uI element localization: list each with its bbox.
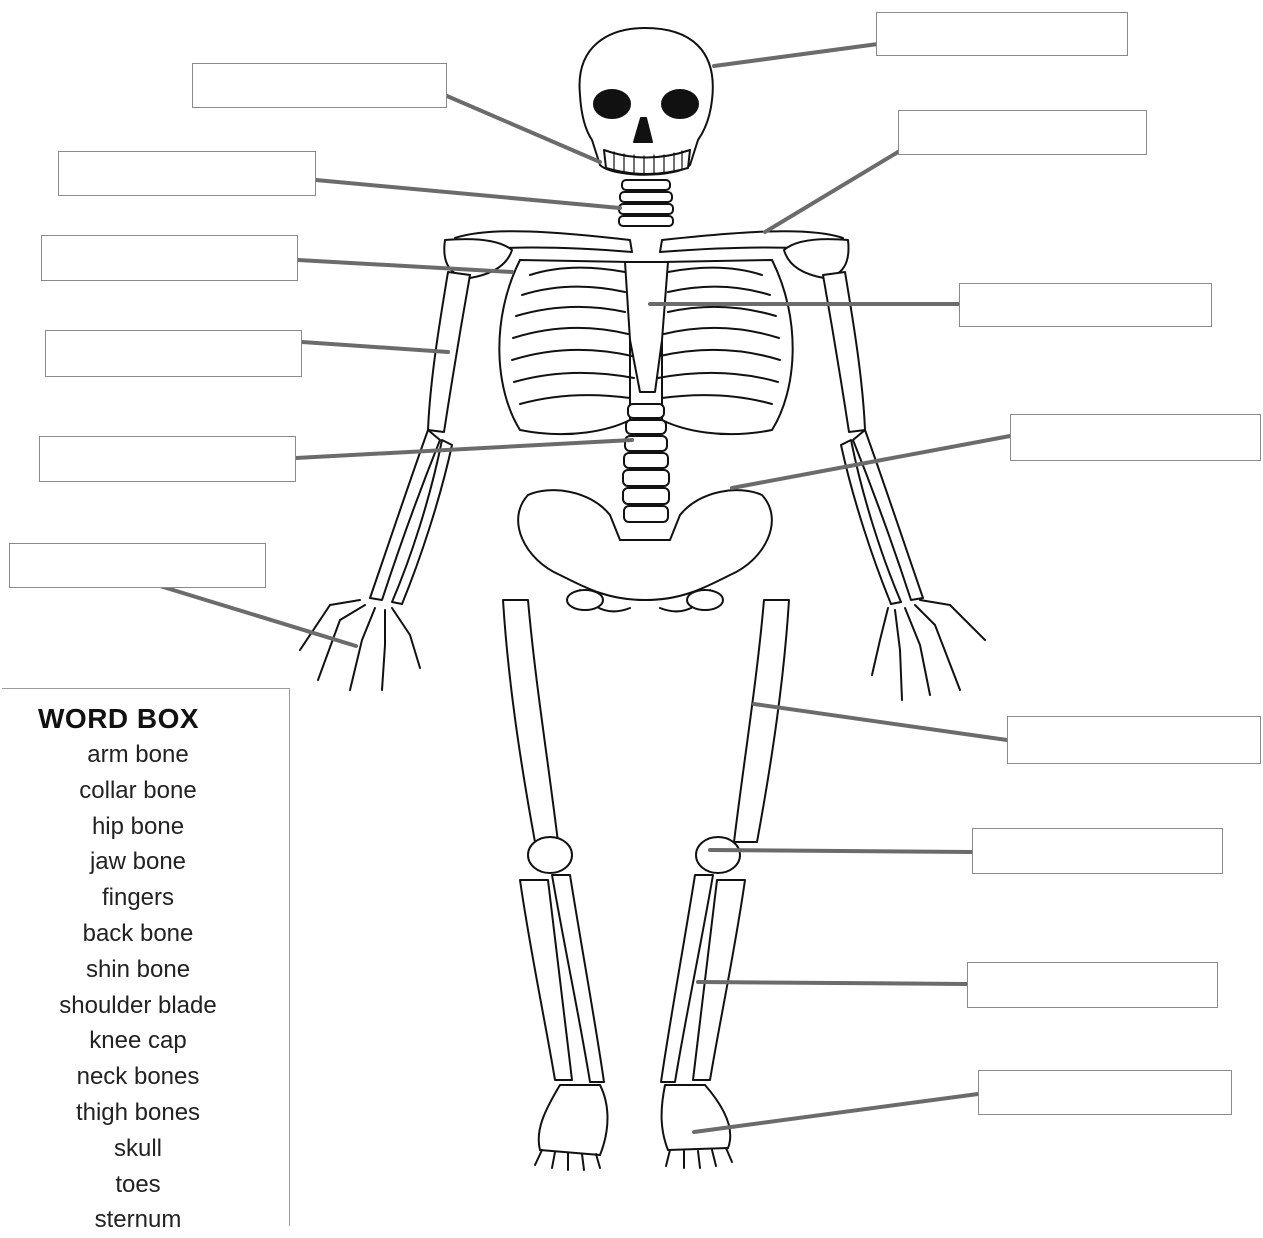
- word-item: collar bone: [2, 773, 274, 809]
- word-item: toes: [2, 1167, 274, 1203]
- answer-box-neck[interactable]: [58, 151, 316, 196]
- leader-line-jaw: [447, 96, 600, 162]
- word-item: jaw bone: [2, 844, 274, 880]
- word-item: skull: [2, 1131, 274, 1167]
- toes-drawing: [535, 1085, 732, 1170]
- word-item: arm bone: [2, 737, 274, 773]
- leader-line-skull: [714, 44, 878, 66]
- leader-line-shin: [698, 982, 967, 984]
- leader-line-arm: [302, 342, 448, 352]
- skull-drawing: [580, 28, 713, 175]
- word-box-title: WORD BOX: [38, 703, 199, 735]
- answer-box-fingers[interactable]: [9, 543, 266, 588]
- skeleton-figure: [300, 28, 985, 1170]
- answer-box-jaw[interactable]: [192, 63, 447, 108]
- word-item: neck bones: [2, 1059, 274, 1095]
- answer-box-shoulder[interactable]: [41, 235, 298, 281]
- word-item: thigh bones: [2, 1095, 274, 1131]
- answer-box-toes[interactable]: [978, 1070, 1232, 1115]
- word-item: sternum: [2, 1202, 274, 1238]
- word-list: arm bone collar bone hip bone jaw bone f…: [2, 737, 274, 1238]
- answer-box-shin[interactable]: [967, 962, 1218, 1008]
- answer-box-knee[interactable]: [972, 828, 1223, 874]
- leader-line-thigh: [754, 704, 1007, 740]
- leader-line-neck: [316, 180, 620, 208]
- answer-box-skull[interactable]: [876, 12, 1128, 56]
- leader-line-knee: [710, 850, 972, 852]
- answer-box-hip[interactable]: [1010, 414, 1261, 461]
- hands-drawing: [300, 600, 985, 700]
- neck-bones-drawing: [619, 180, 673, 226]
- answer-box-backbone[interactable]: [39, 436, 296, 482]
- leader-line-collar: [765, 152, 898, 232]
- word-item: shin bone: [2, 952, 274, 988]
- word-item: shoulder blade: [2, 988, 274, 1024]
- knee-cap-drawing: [528, 837, 740, 873]
- word-box: WORD BOX arm bone collar bone hip bone j…: [2, 688, 290, 1226]
- word-item: back bone: [2, 916, 274, 952]
- thigh-bones-drawing: [503, 600, 789, 842]
- answer-box-collar[interactable]: [898, 110, 1147, 155]
- leader-line-backbone: [296, 440, 632, 458]
- leader-line-fingers: [160, 586, 356, 646]
- answer-box-arm[interactable]: [45, 330, 302, 377]
- back-bone-drawing: [623, 404, 669, 522]
- answer-box-thigh[interactable]: [1007, 716, 1261, 764]
- word-item: hip bone: [2, 809, 274, 845]
- leader-line-toes: [694, 1094, 978, 1132]
- shin-bones-drawing: [520, 875, 745, 1082]
- answer-box-sternum[interactable]: [959, 283, 1212, 327]
- word-item: fingers: [2, 880, 274, 916]
- word-item: knee cap: [2, 1023, 274, 1059]
